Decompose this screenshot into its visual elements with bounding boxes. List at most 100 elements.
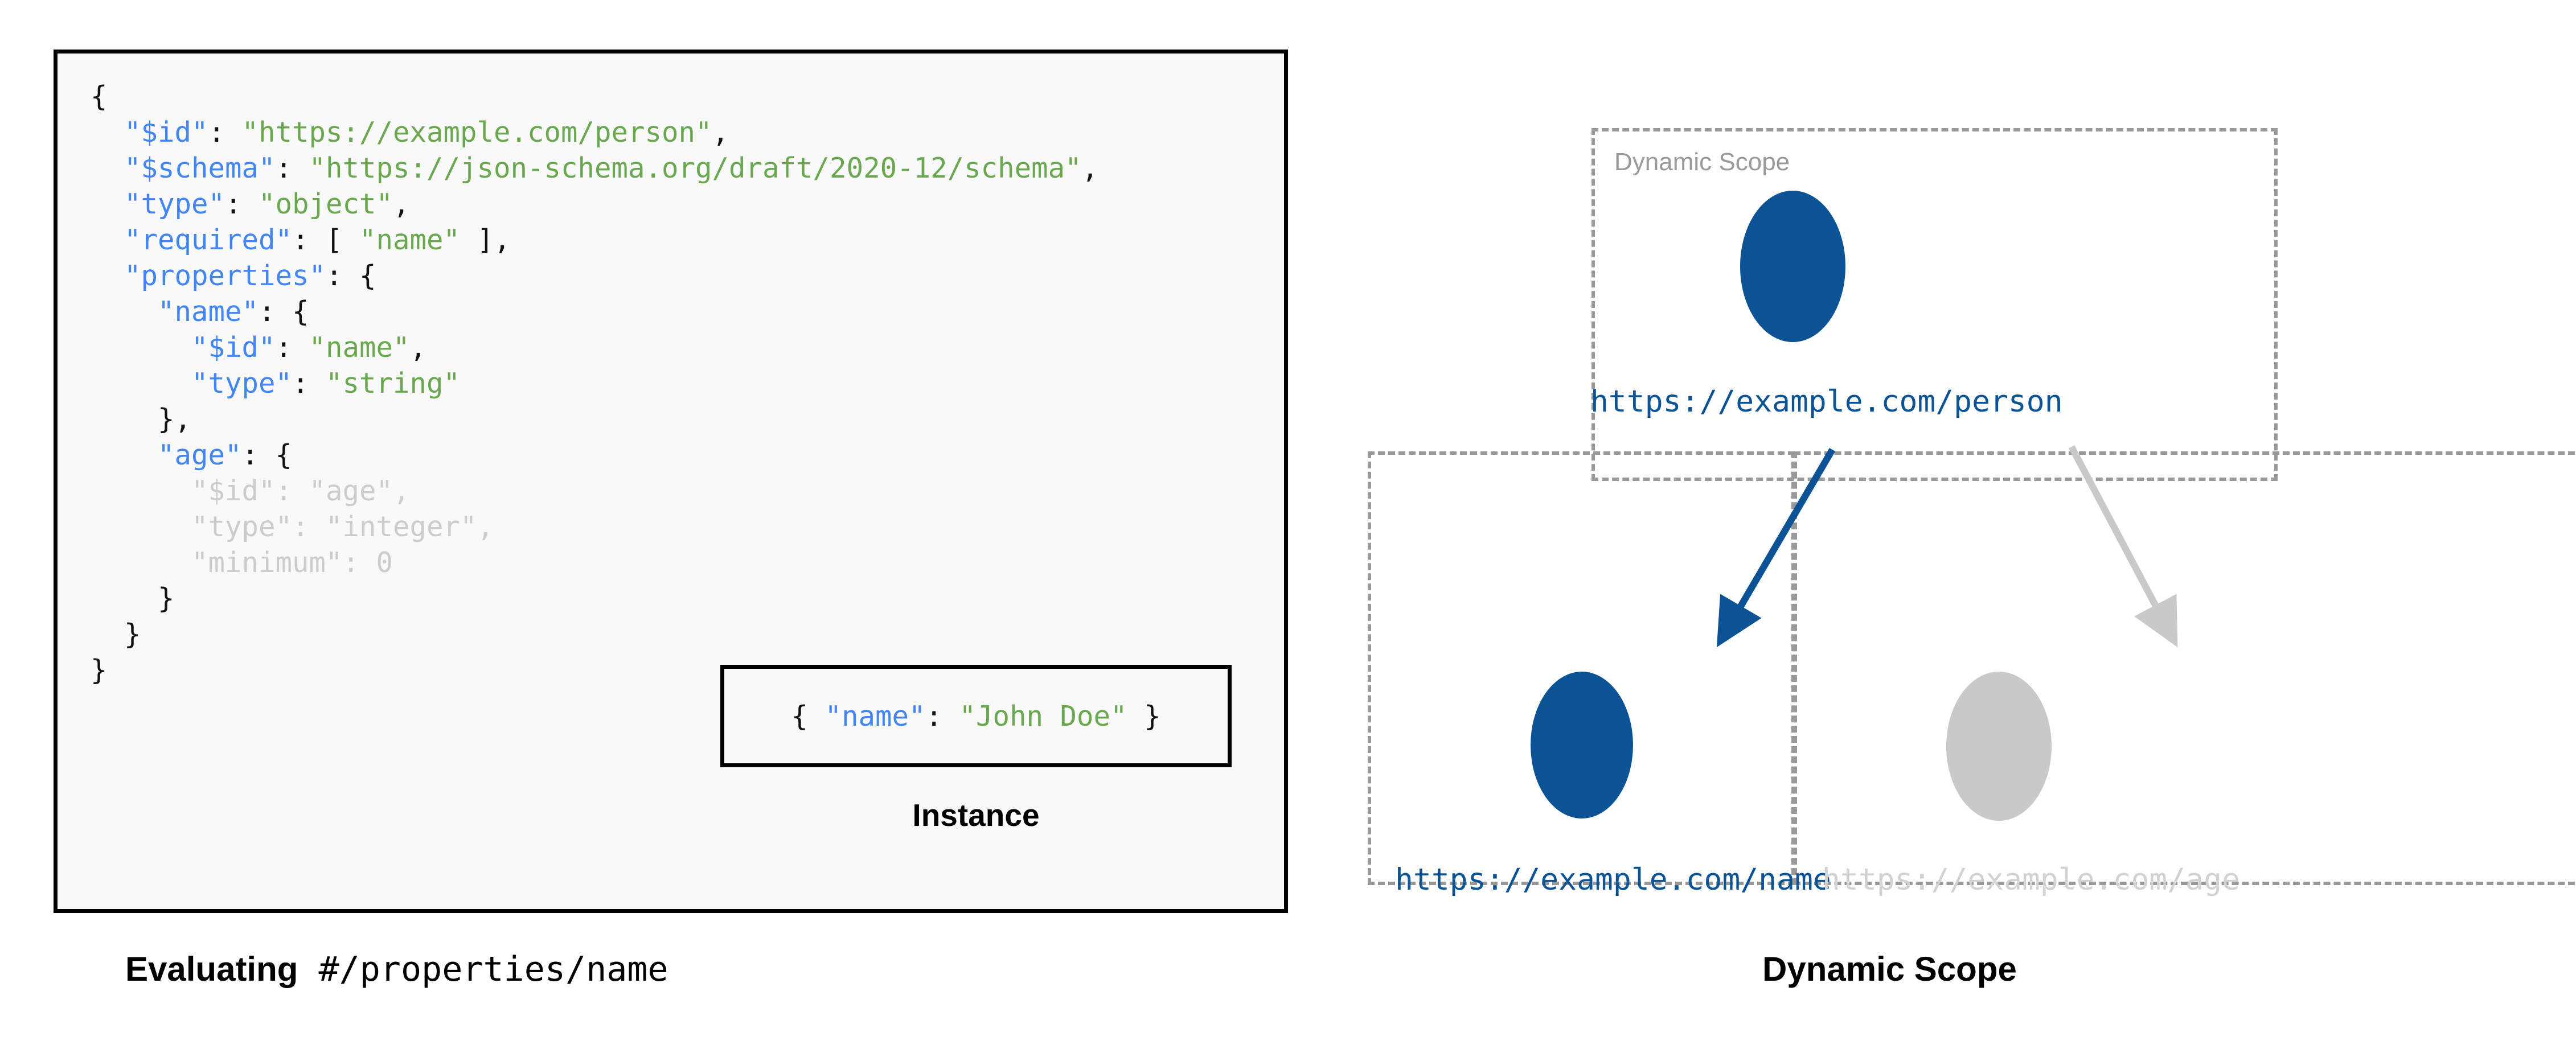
- node-label-age: https://example.com/age: [1822, 862, 2240, 897]
- code-token: ,: [1081, 152, 1099, 184]
- code-token: "name": [158, 295, 259, 328]
- code-token: "name": [309, 331, 410, 364]
- code-token: "https://example.com/person": [241, 116, 712, 149]
- code-token: "type": [191, 511, 293, 543]
- scope-box-age: [1794, 451, 2576, 885]
- code-token: :: [225, 188, 259, 220]
- code-token: },: [158, 403, 192, 435]
- scope-box-name: [1368, 451, 1795, 885]
- code-indent: [91, 367, 191, 400]
- code-token: "$schema": [124, 152, 276, 184]
- left-caption-mono: #/properties/name: [318, 949, 668, 989]
- code-token: "string": [326, 367, 461, 400]
- code-line: {: [91, 79, 1098, 114]
- code-token: "integer": [326, 511, 477, 543]
- left-caption-bold: Evaluating: [125, 950, 298, 988]
- code-token: "type": [124, 188, 225, 220]
- code-line: "minimum": 0: [91, 545, 1098, 581]
- node-circle-age: [1946, 672, 2052, 821]
- code-token: "name": [825, 700, 926, 733]
- code-token: "$id": [191, 475, 276, 507]
- code-token: "name": [359, 224, 461, 256]
- code-indent: [91, 439, 158, 471]
- code-indent: [91, 618, 124, 651]
- code-line: "$id": "https://example.com/person",: [91, 114, 1098, 150]
- code-token: : {: [326, 260, 376, 292]
- schema-code-panel: { "$id": "https://example.com/person", "…: [54, 50, 1288, 913]
- code-token: 0: [376, 546, 393, 579]
- code-indent: [91, 546, 191, 579]
- code-token: : [: [292, 224, 360, 256]
- code-token: }: [158, 582, 175, 615]
- code-token: :: [275, 475, 309, 507]
- code-indent: [91, 403, 158, 435]
- code-token: :: [292, 367, 326, 400]
- code-indent: [91, 224, 124, 256]
- code-line: }: [91, 652, 1098, 688]
- code-token: :: [292, 511, 326, 543]
- code-line: },: [91, 401, 1098, 437]
- code-token: "minimum": [191, 546, 343, 579]
- code-token: :: [275, 152, 309, 184]
- code-line: "$schema": "https://json-schema.org/draf…: [91, 150, 1098, 186]
- left-caption: Evaluating #/properties/name: [125, 949, 668, 989]
- code-indent: [91, 582, 158, 615]
- code-token: "$id": [124, 116, 208, 149]
- code-indent: [91, 475, 191, 507]
- code-line: "properties": {: [91, 258, 1098, 294]
- code-token: "object": [259, 188, 393, 220]
- code-line: "name": {: [91, 294, 1098, 330]
- code-indent: [91, 260, 124, 292]
- scope-box-person: [1591, 128, 2278, 481]
- code-line: "$id": "age",: [91, 473, 1098, 509]
- code-token: {: [791, 700, 825, 733]
- code-indent: [91, 331, 191, 364]
- instance-code: { "name": "John Doe" }: [791, 700, 1160, 733]
- node-label-person: https://example.com/person: [1590, 384, 2063, 419]
- code-token: ],: [460, 224, 511, 256]
- code-line: }: [91, 616, 1098, 652]
- node-label-name: https://example.com/name: [1395, 862, 1831, 897]
- dynamic-scope-diagram: Dynamic Scope https://example.com/person…: [1355, 102, 2576, 928]
- code-indent: [91, 188, 124, 220]
- code-token: }: [1127, 700, 1161, 733]
- code-indent: [91, 152, 124, 184]
- code-token: }: [124, 618, 141, 651]
- code-token: ,: [712, 116, 729, 149]
- code-token: "John Doe": [959, 700, 1127, 733]
- code-token: :: [925, 700, 959, 733]
- code-line: "age": {: [91, 437, 1098, 473]
- code-token: "https://json-schema.org/draft/2020-12/s…: [309, 152, 1082, 184]
- code-token: "$id": [191, 331, 276, 364]
- code-indent: [91, 511, 191, 543]
- code-token: "required": [124, 224, 293, 256]
- scope-box-label: Dynamic Scope: [1614, 148, 1790, 176]
- node-circle-name: [1531, 672, 1633, 818]
- instance-caption: Instance: [912, 797, 1040, 833]
- schema-code-block: { "$id": "https://example.com/person", "…: [91, 79, 1098, 688]
- code-token: "age": [309, 475, 393, 507]
- instance-box: { "name": "John Doe" }: [720, 665, 1232, 767]
- node-circle-person: [1740, 191, 1845, 342]
- code-token: {: [91, 80, 108, 113]
- code-indent: [91, 116, 124, 149]
- code-token: :: [275, 331, 309, 364]
- code-token: : {: [241, 439, 293, 471]
- code-token: ,: [393, 475, 410, 507]
- code-token: }: [91, 654, 108, 686]
- code-token: "properties": [124, 260, 326, 292]
- code-line: "type": "object",: [91, 186, 1098, 222]
- code-indent: [91, 295, 158, 328]
- code-token: :: [342, 546, 376, 579]
- code-token: "age": [158, 439, 242, 471]
- code-token: : {: [259, 295, 309, 328]
- code-token: :: [208, 116, 242, 149]
- right-caption: Dynamic Scope: [1762, 950, 2017, 988]
- code-line: "$id": "name",: [91, 330, 1098, 365]
- code-token: ,: [477, 511, 494, 543]
- code-line: "required": [ "name" ],: [91, 222, 1098, 258]
- code-line: "type": "integer",: [91, 509, 1098, 545]
- code-line: "type": "string": [91, 365, 1098, 401]
- left-caption-pointer: [298, 949, 318, 989]
- code-token: "type": [191, 367, 293, 400]
